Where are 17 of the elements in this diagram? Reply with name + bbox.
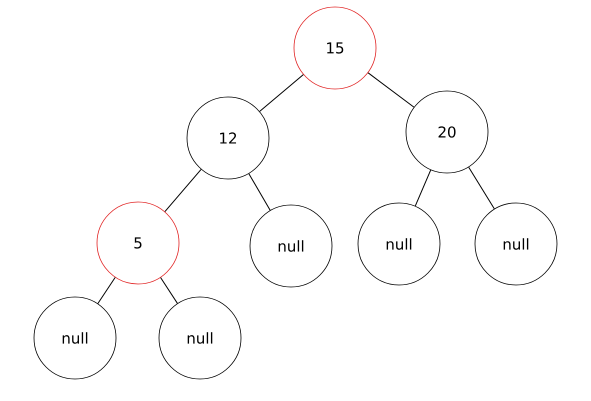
tree-node: 12 bbox=[186, 96, 270, 180]
tree-edge bbox=[248, 173, 271, 211]
tree-edge bbox=[414, 170, 432, 206]
tree-edge bbox=[97, 277, 116, 304]
tree-edge bbox=[259, 74, 304, 112]
tree-node: 20 bbox=[406, 90, 488, 174]
tree-node: null bbox=[474, 202, 558, 286]
tree-node: 15 bbox=[294, 6, 376, 90]
tree-node: null bbox=[34, 296, 116, 380]
tree-edge bbox=[160, 277, 178, 304]
tree-edge bbox=[468, 166, 495, 210]
tree-node: null bbox=[358, 202, 440, 286]
tree-edge bbox=[368, 72, 414, 108]
tree-node: null bbox=[250, 204, 332, 288]
tree-edge bbox=[164, 168, 202, 212]
tree-node: 5 bbox=[96, 202, 180, 284]
tree-node: null bbox=[158, 296, 242, 380]
